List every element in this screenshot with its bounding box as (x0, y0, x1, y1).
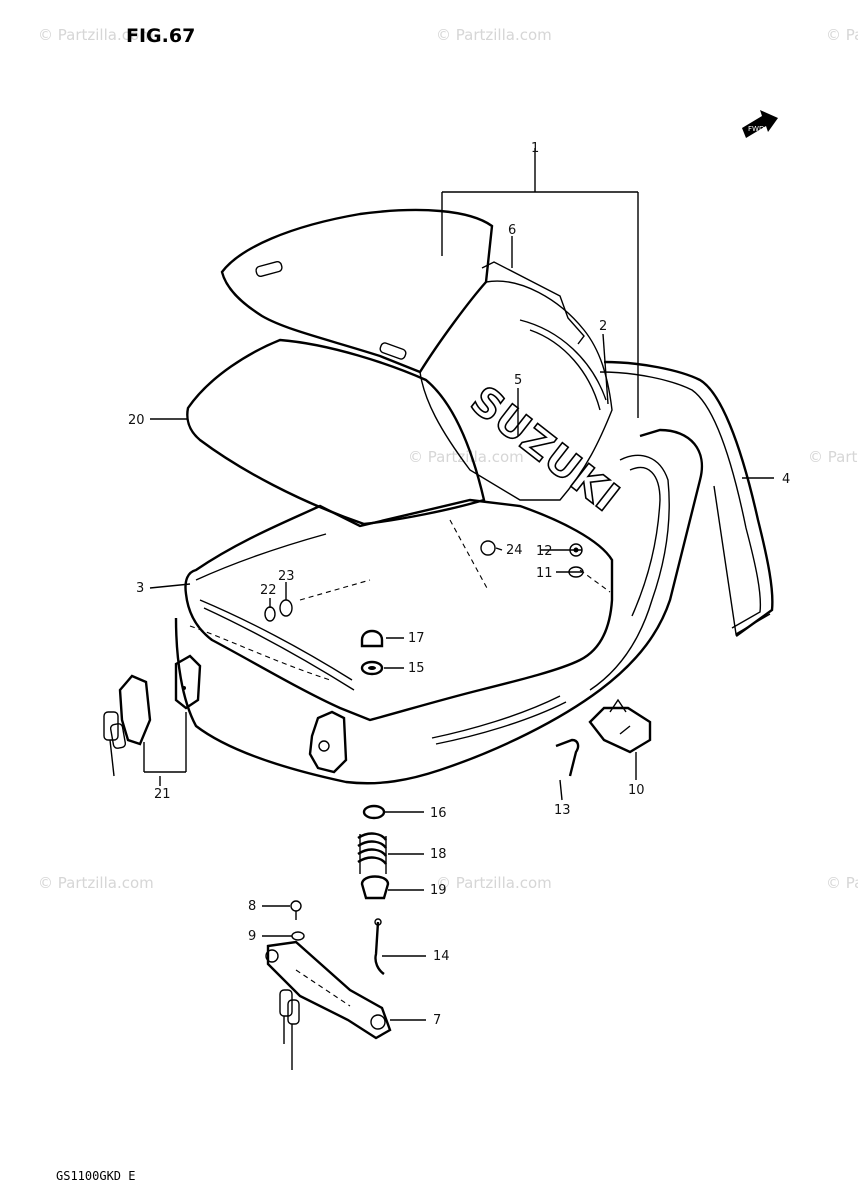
callout-8: 8 (248, 899, 256, 914)
callout-labels: 1 2 3 4 5 6 7 8 9 10 11 12 13 14 15 16 1… (128, 141, 790, 1028)
watermark-layer: © Partzilla.com © Partzilla.com © Partzi… (38, 26, 858, 892)
stopper-assembly (357, 804, 390, 900)
callout-24: 24 (506, 543, 523, 558)
lock-plate-assembly (265, 900, 392, 1070)
watermark: © Partzilla.com (408, 448, 524, 466)
key-lock-assembly (103, 654, 202, 777)
watermark: © Partzilla.com (826, 874, 858, 892)
callout-14: 14 (433, 949, 450, 964)
callout-5: 5 (514, 373, 522, 388)
callout-21: 21 (154, 787, 171, 802)
watermark: © Partzilla.com (436, 26, 552, 44)
assembly-bracket (441, 160, 639, 418)
trunk-body (174, 428, 771, 785)
callout-20: 20 (128, 413, 145, 428)
callout-10: 10 (628, 783, 645, 798)
callout-16: 16 (430, 806, 447, 821)
callout-23: 23 (278, 569, 295, 584)
callout-4: 4 (782, 472, 790, 487)
callout-12: 12 (536, 544, 553, 559)
footer-code: GS1100GKD E (56, 1169, 135, 1183)
callout-3: 3 (136, 581, 144, 596)
watermark: © Partzilla.com (38, 874, 154, 892)
seal-strip (599, 360, 774, 637)
callout-18: 18 (430, 847, 447, 862)
direction-label: FWD (748, 125, 764, 133)
figure-title: FIG.67 (126, 25, 195, 47)
callout-7: 7 (433, 1013, 441, 1028)
direction-arrow-icon: FWD (742, 110, 778, 138)
watermark: © Partzilla.com (808, 448, 858, 466)
callout-17: 17 (408, 631, 425, 646)
lid-liner (186, 338, 486, 526)
watermark: © Partzilla.com (826, 26, 858, 44)
callout-15: 15 (408, 661, 425, 676)
clip (555, 738, 580, 777)
pin (374, 918, 385, 975)
leader-lines (149, 148, 774, 1021)
callout-22: 22 (260, 583, 277, 598)
hardware-group (264, 540, 584, 676)
callout-6: 6 (508, 223, 516, 238)
callout-11: 11 (536, 566, 553, 581)
watermark: © Partzilla.com (436, 874, 552, 892)
callout-2: 2 (599, 319, 607, 334)
callout-13: 13 (554, 803, 571, 818)
callout-9: 9 (248, 929, 256, 944)
watermark: © Partzilla.com (38, 26, 154, 44)
mount-bracket (588, 698, 652, 754)
trunk-lid (220, 208, 613, 501)
callout-19: 19 (430, 883, 447, 898)
callout-1: 1 (531, 141, 539, 156)
